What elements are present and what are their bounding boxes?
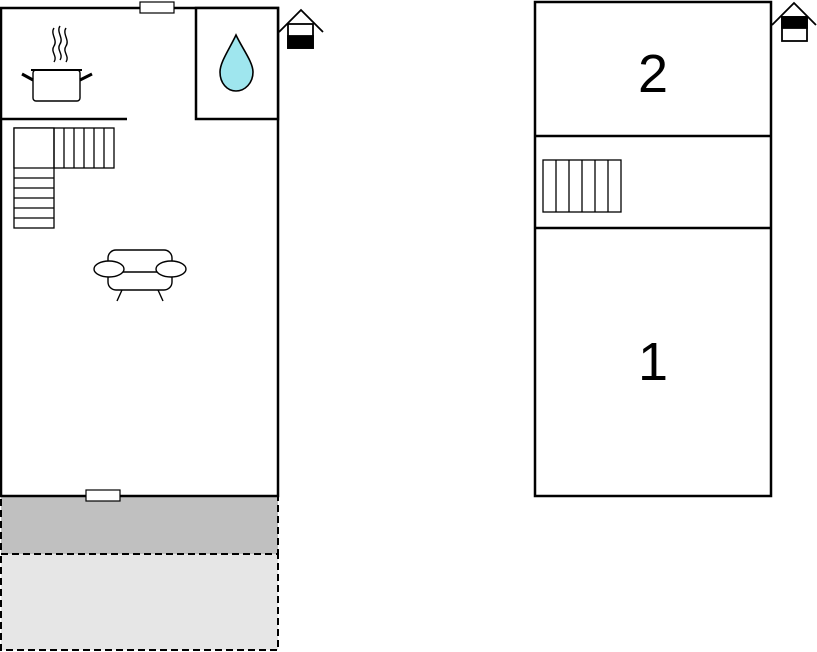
house-level-icon-top (771, 1, 817, 42)
upper-floor-plan: 2 1 (533, 0, 817, 498)
water-drop-icon (219, 33, 254, 92)
room-label-bedroom-1: 1 (638, 332, 668, 392)
stairs-icon (542, 159, 622, 213)
open-terrace (0, 553, 279, 651)
cooking-pot-icon (21, 25, 93, 102)
ground-floor-plan (0, 1, 324, 651)
room-label-bedroom-2: 2 (638, 44, 668, 104)
window-top (139, 1, 175, 14)
upper-floor-outline (533, 0, 773, 498)
stairs-icon (13, 127, 115, 229)
door-bottom (85, 489, 121, 502)
covered-terrace (0, 495, 279, 555)
house-level-icon-bottom (278, 8, 324, 49)
armchair-icon (93, 249, 187, 302)
